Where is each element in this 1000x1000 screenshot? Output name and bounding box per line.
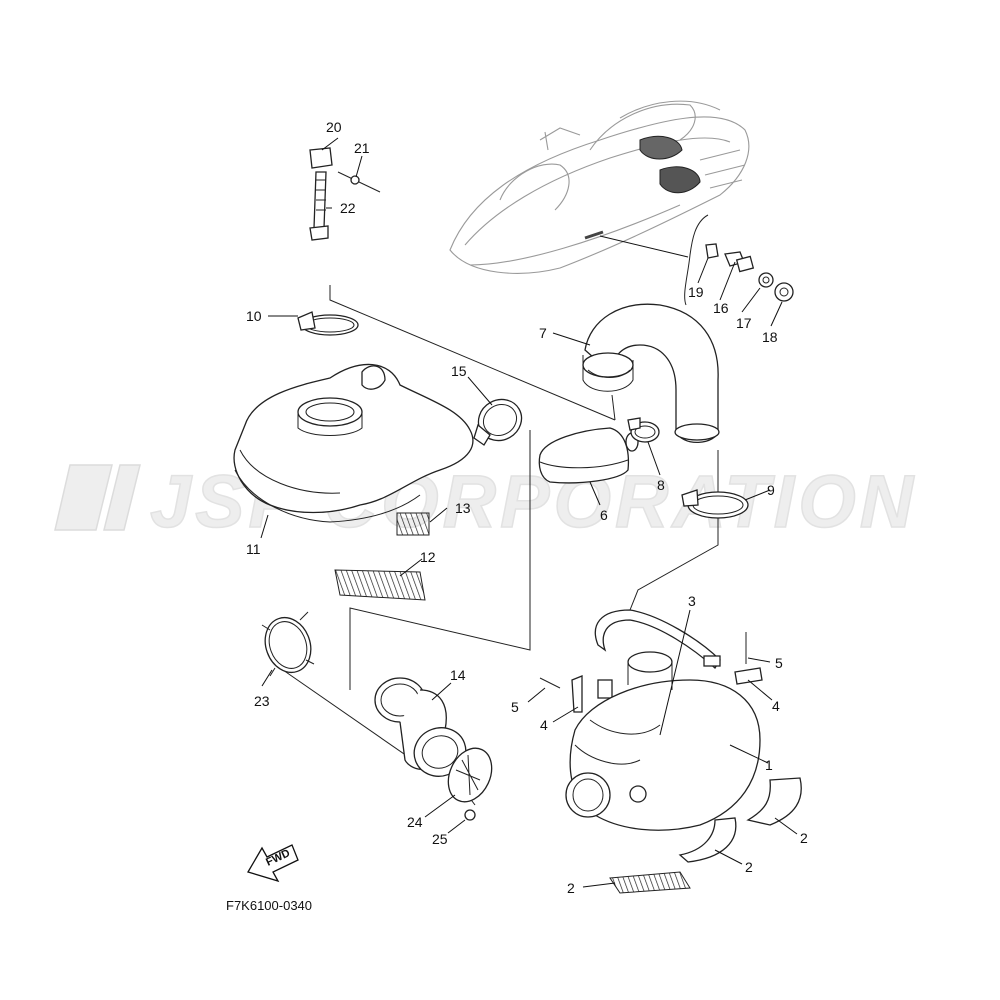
part-2-pad-bottom xyxy=(609,871,691,894)
watermark-logo: JSP CORPORATION xyxy=(54,459,914,544)
part-2-pad-right xyxy=(746,777,802,826)
part-12-pad xyxy=(334,569,426,601)
callout-19: 19 xyxy=(688,284,704,300)
callout-6: 6 xyxy=(600,507,608,523)
callout-numbers: 1 2 2 2 3 4 4 5 5 6 7 8 9 10 11 12 13 14… xyxy=(246,119,808,896)
part-4-bracket-left xyxy=(571,675,583,713)
detail-bracket xyxy=(684,214,709,306)
part-7-hose xyxy=(582,303,720,443)
callout-8: 8 xyxy=(657,477,665,493)
callout-14: 14 xyxy=(450,667,466,683)
callout-3: 3 xyxy=(688,593,696,609)
callout-22: 22 xyxy=(340,200,356,216)
part-5-rivet-left xyxy=(539,677,561,689)
callout-12: 12 xyxy=(420,549,436,565)
callout-13: 13 xyxy=(455,500,471,516)
callout-15: 15 xyxy=(451,363,467,379)
part-2-pad-mid xyxy=(678,817,737,863)
callout-4: 4 xyxy=(540,717,548,733)
callout-20: 20 xyxy=(326,119,342,135)
callout-9: 9 xyxy=(767,482,775,498)
callout-5: 5 xyxy=(775,655,783,671)
part-3-strap xyxy=(594,609,721,699)
callout-leaders xyxy=(260,137,798,888)
diagram-code: F7K6100-0340 xyxy=(226,898,312,913)
part-11-tank xyxy=(233,363,474,523)
part-23-ring xyxy=(261,611,315,677)
callout-23: 23 xyxy=(254,693,270,709)
callout-16: 16 xyxy=(713,300,729,316)
callout-21: 21 xyxy=(354,140,370,156)
callout-2: 2 xyxy=(800,830,808,846)
callout-11: 11 xyxy=(246,541,261,557)
callout-18: 18 xyxy=(762,329,778,345)
part-1-muffler xyxy=(565,651,761,831)
part-15-clamp xyxy=(473,398,523,446)
callout-25: 25 xyxy=(432,831,448,847)
drain-fitting-parts xyxy=(705,243,794,302)
part-10-clamp xyxy=(297,311,359,336)
part-4-bracket-right xyxy=(734,667,763,685)
part-9-clamp xyxy=(681,489,749,519)
callout-2: 2 xyxy=(567,880,575,896)
part-14-duct xyxy=(374,677,467,777)
callout-17: 17 xyxy=(736,315,752,331)
callout-2: 2 xyxy=(745,859,753,875)
callout-1: 1 xyxy=(765,757,773,773)
callout-7: 7 xyxy=(539,325,547,341)
part-13-pad xyxy=(396,512,430,536)
part-25-nut xyxy=(464,809,476,821)
callout-10: 10 xyxy=(246,308,262,324)
callout-4: 4 xyxy=(772,698,780,714)
part-8-clamp xyxy=(627,417,660,443)
cable-tie-parts xyxy=(309,147,381,241)
fwd-arrow-icon: FWD xyxy=(247,844,299,883)
watercraft-outline xyxy=(449,100,750,274)
leader-line xyxy=(599,235,689,258)
callout-5: 5 xyxy=(511,699,519,715)
part-24-screen xyxy=(447,747,493,803)
callout-24: 24 xyxy=(407,814,423,830)
